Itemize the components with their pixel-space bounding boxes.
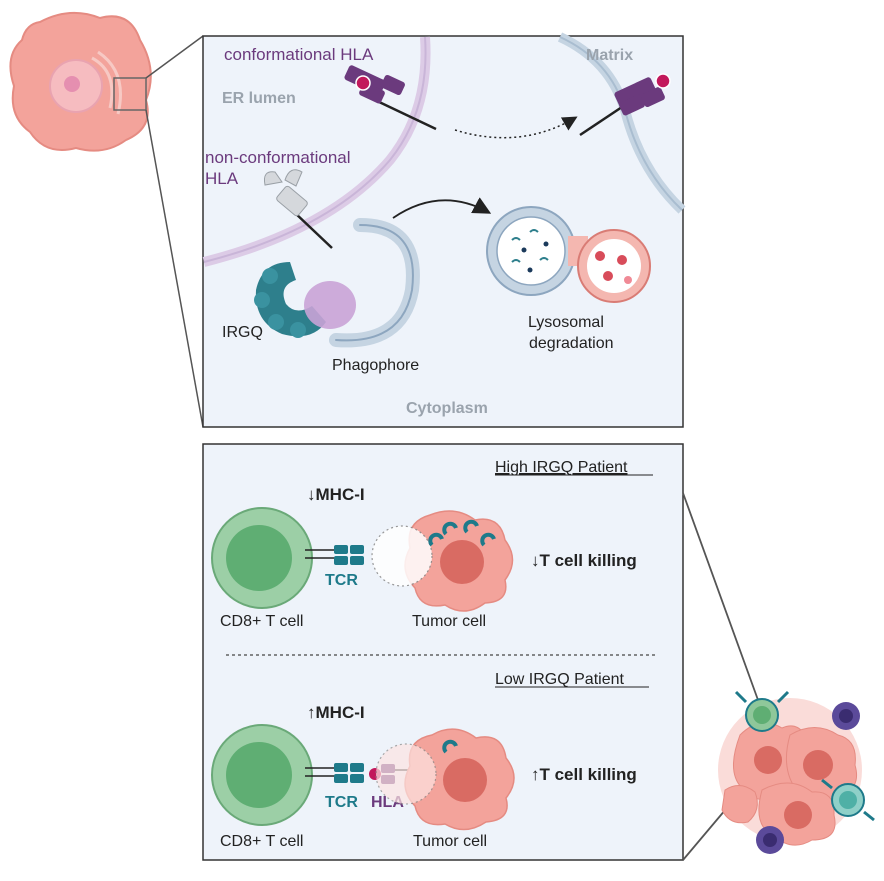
tumor-cluster [718,690,875,854]
low-tumor-cell [375,728,515,831]
high-tcr [305,545,364,565]
autophagy-arrow [392,197,492,219]
matrix-hla-icon [579,73,671,137]
cytoplasm-label: Cytoplasm [406,400,488,417]
phagophore-label: Phagophore [332,357,419,374]
cargo-blob [304,281,356,329]
whole-cell-illustration [9,11,152,152]
high-tcell [211,507,313,609]
low-tumor-label: Tumor cell [413,833,487,850]
matrix-label: Matrix [586,47,633,64]
zoom-box [113,77,147,111]
low-killing-label: ↑T cell killing [531,765,637,784]
conformational-hla-icon [344,65,437,131]
high-tumor-cell [371,510,514,612]
high-tcell-label: CD8+ T cell [220,613,303,630]
high-tcr-label: TCR [325,572,358,589]
er-lumen-label: ER lumen [222,90,296,107]
low-irgq-title: Low IRGQ Patient [495,671,625,688]
low-mhc-label: ↑MHC-I [307,703,365,722]
zoom-line-bottom [145,109,204,428]
nonconformational-hla-label-2: HLA [205,169,239,188]
zoom-line-top [145,35,204,79]
nonconformational-hla-label-1: non-conformational [205,148,351,167]
low-tcell [211,724,313,826]
nonconformational-hla-icon [264,169,333,249]
low-tcell-label: CD8+ T cell [220,833,303,850]
lysosome-label-2: degradation [529,335,614,352]
low-tcr [305,763,364,783]
cluster-line-top [682,492,759,701]
high-killing-label: ↓T cell killing [531,551,637,570]
irgq-label: IRGQ [222,324,263,341]
trafficking-arrow [454,116,578,139]
lysosome-label-1: Lysosomal [528,314,604,331]
high-tumor-label: Tumor cell [412,613,486,630]
high-mhc-label: ↓MHC-I [307,485,365,504]
lysosome-icon [486,206,651,303]
er-membrane [202,36,431,267]
high-irgq-title: High IRGQ Patient [495,459,628,476]
phagophore-icon [329,218,420,348]
conformational-hla-label: conformational HLA [224,45,374,64]
low-tcr-label: TCR [325,794,358,811]
